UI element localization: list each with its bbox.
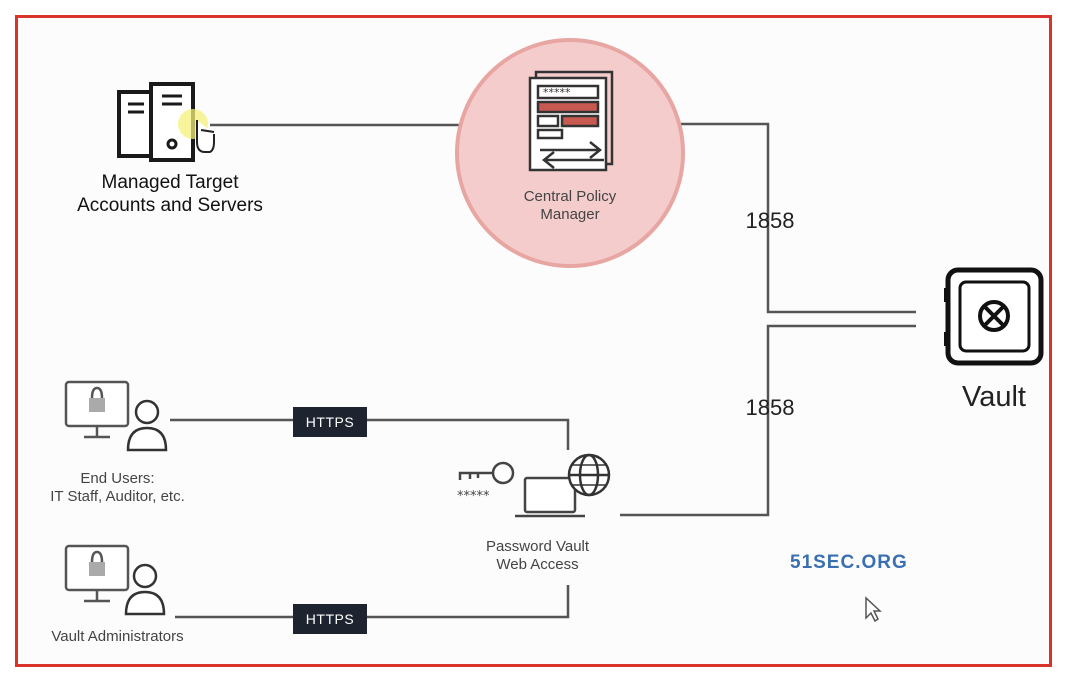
user-icon xyxy=(126,399,168,452)
line-admins-to-pvwa xyxy=(175,585,570,619)
laptop-icon xyxy=(515,476,585,518)
server-icon xyxy=(117,82,195,162)
label-vault-admins: Vault Administrators xyxy=(51,628,184,645)
vault-safe-icon xyxy=(944,267,1044,366)
label-port-pvwa-vault: 1858 xyxy=(745,395,795,420)
line-cpm-to-vault xyxy=(615,122,916,314)
https-badge-admins: HTTPS xyxy=(293,604,367,634)
label-managed-target: Managed Target Accounts and Servers xyxy=(77,172,263,216)
policy-manager-icon: ***** xyxy=(528,70,614,172)
svg-text:*****: ***** xyxy=(457,489,490,504)
globe-icon xyxy=(567,453,611,497)
line-endusers-to-pvwa xyxy=(170,418,570,450)
pointer-hand-icon xyxy=(178,109,215,153)
svg-text:*****: ***** xyxy=(543,86,571,99)
label-vault: Vault xyxy=(962,381,1026,413)
line-pvwa-to-vault xyxy=(620,324,916,517)
monitor-lock-icon xyxy=(64,544,130,603)
key-icon: ***** xyxy=(457,461,515,504)
https-badge-end-users: HTTPS xyxy=(293,407,367,437)
label-end-users: End Users: IT Staff, Auditor, etc. xyxy=(50,470,185,505)
label-cpm: Central Policy Manager xyxy=(523,188,617,223)
monitor-lock-icon xyxy=(64,380,130,439)
user-icon xyxy=(124,563,166,616)
label-pvwa: Password Vault Web Access xyxy=(485,538,590,573)
watermark: 51SEC.ORG xyxy=(790,552,908,573)
label-port-cpm-vault: 1858 xyxy=(745,208,795,233)
mouse-cursor-icon xyxy=(865,596,882,623)
